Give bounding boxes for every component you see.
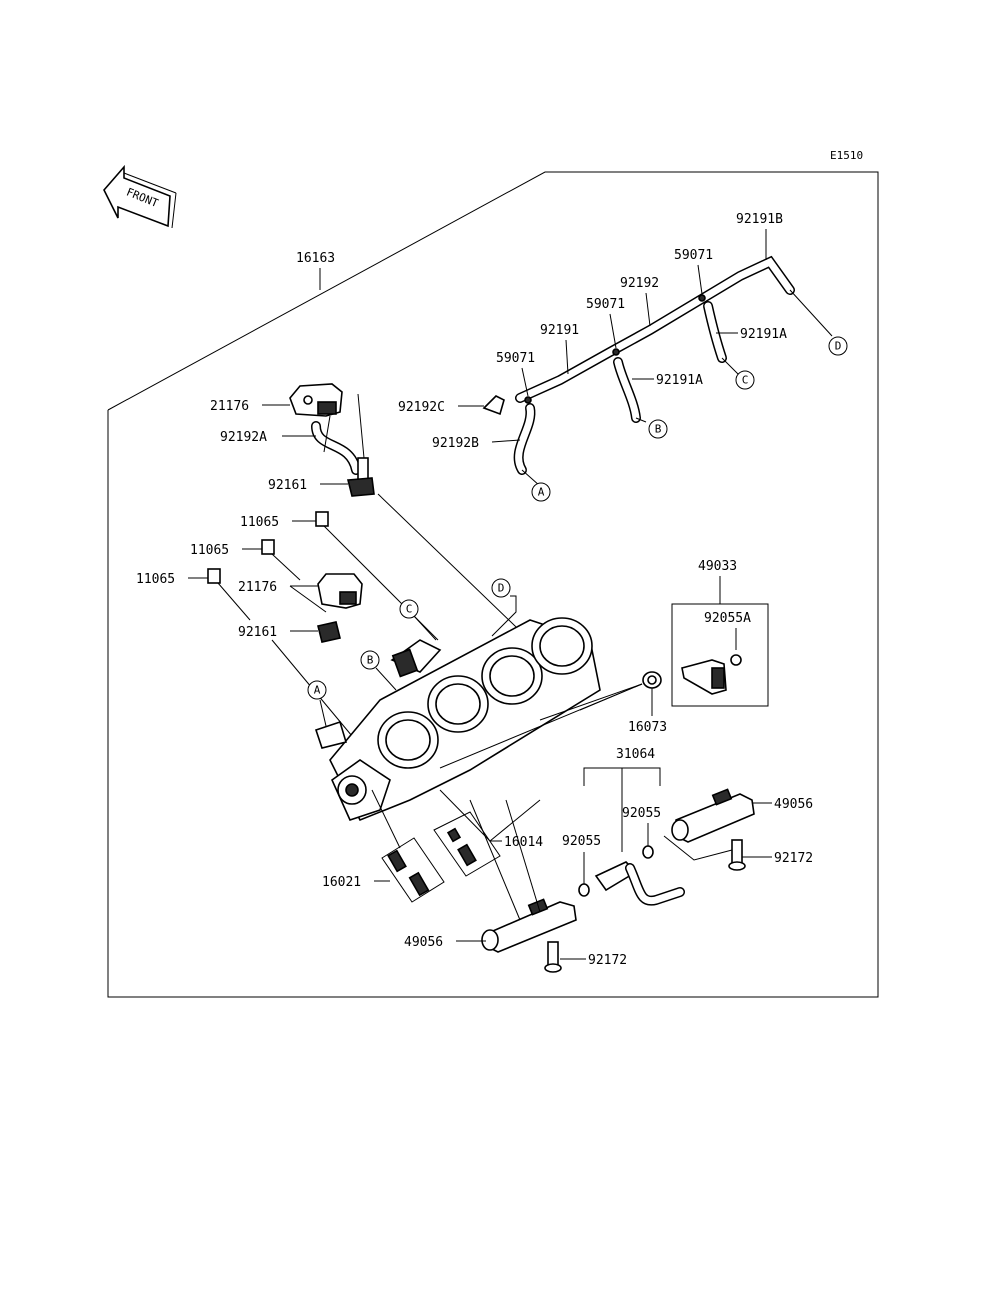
part-label-49056-b: 49056 <box>404 935 443 950</box>
sensor-fitting-92161-top <box>346 457 375 497</box>
injector-49033 <box>681 654 742 695</box>
part-label-92055-a: 92055 <box>562 834 601 849</box>
screw-kit-16014-box <box>433 811 501 877</box>
callout-A-hose: A <box>531 482 551 502</box>
plug-11065-1 <box>315 511 329 527</box>
part-label-92172-b: 92172 <box>588 953 627 968</box>
part-label-16021: 16021 <box>322 875 361 890</box>
part-label-92191: 92191 <box>540 323 579 338</box>
delivery-pipe-49056-right <box>671 788 755 843</box>
part-label-92192B: 92192B <box>432 436 479 451</box>
svg-text:C: C <box>742 374 749 387</box>
callout-B-body: B <box>360 650 380 670</box>
part-label-21176-top: 21176 <box>210 399 249 414</box>
callout-D-body: D <box>491 578 511 598</box>
part-label-16073: 16073 <box>628 720 667 735</box>
part-label-92192: 92192 <box>620 276 659 291</box>
svg-text:B: B <box>367 654 374 667</box>
part-label-92161-top: 92161 <box>268 478 307 493</box>
svg-text:D: D <box>835 340 842 353</box>
callout-B-hose: B <box>648 419 668 439</box>
callout-A-body: A <box>307 680 327 700</box>
part-label-59071-c: 59071 <box>674 248 713 263</box>
tee-fitting-59071-c <box>698 294 706 302</box>
diagram-code: E1510 <box>830 149 863 162</box>
part-label-31064: 31064 <box>616 747 655 762</box>
part-label-92161-mid: 92161 <box>238 625 277 640</box>
part-label-92192C: 92192C <box>398 400 445 415</box>
part-label-49056-a: 49056 <box>774 797 813 812</box>
part-label-92191A-b: 92191A <box>740 327 787 342</box>
part-label-49033: 49033 <box>698 559 737 574</box>
plug-11065-3 <box>207 568 221 584</box>
vacuum-hose-harness <box>482 255 795 475</box>
part-label-11065-2: 11065 <box>190 543 229 558</box>
throttle-body-assembly <box>314 617 601 822</box>
part-label-92191B: 92191B <box>736 212 783 227</box>
sensor-fitting-92161-mid <box>317 621 341 643</box>
part-label-59071-a: 59071 <box>496 351 535 366</box>
callout-C-hose: C <box>735 370 755 390</box>
front-arrow-icon: FRONT <box>103 164 177 229</box>
part-label-11065-1: 11065 <box>240 515 279 530</box>
seal-16073 <box>642 671 662 689</box>
pressure-sensor-upper <box>289 383 343 417</box>
vacuum-hose-92192A <box>311 421 361 475</box>
screw-16014 <box>446 827 477 867</box>
fuel-pipe-31064 <box>578 845 685 906</box>
part-label-21176-mid: 21176 <box>238 580 277 595</box>
spring-screw-16021 <box>387 849 430 897</box>
callout-C-body: C <box>399 599 419 619</box>
callout-D-hose: D <box>828 336 848 356</box>
part-label-92191A-a: 92191A <box>656 373 703 388</box>
bolt-92172-left <box>544 941 562 973</box>
svg-text:A: A <box>314 684 321 697</box>
svg-text:D: D <box>498 582 505 595</box>
part-label-92172-a: 92172 <box>774 851 813 866</box>
svg-text:B: B <box>655 423 662 436</box>
screw-kit-16021-box <box>381 837 445 903</box>
pressure-sensor-middle <box>317 573 363 609</box>
part-label-16163: 16163 <box>296 251 335 266</box>
tee-fitting-59071-b <box>612 348 620 356</box>
part-label-59071-b: 59071 <box>586 297 625 312</box>
bolt-92172-right <box>728 839 746 871</box>
tee-fitting-59071-a <box>524 396 532 404</box>
delivery-pipe-49056-left <box>481 898 577 953</box>
part-label-92192A: 92192A <box>220 430 267 445</box>
svg-text:A: A <box>538 486 545 499</box>
svg-text:C: C <box>406 603 413 616</box>
part-label-92055A: 92055A <box>704 611 751 626</box>
assembly-border <box>107 171 879 998</box>
plug-11065-2 <box>261 539 275 555</box>
part-label-92055-b: 92055 <box>622 806 661 821</box>
part-label-11065-3: 11065 <box>136 572 175 587</box>
part-label-16014: 16014 <box>504 835 543 850</box>
